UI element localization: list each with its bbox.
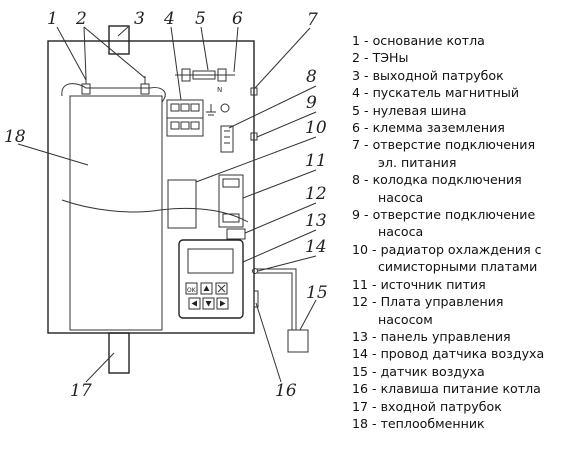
callout-7: 7 <box>307 10 318 30</box>
legend-item: 11 - источник пития <box>352 276 486 292</box>
legend-item: 17 - входной патрубок <box>352 398 502 414</box>
callout-13: 13 <box>305 211 327 231</box>
power-key <box>253 290 259 308</box>
arrow-right-icon <box>220 300 226 307</box>
callout-11: 11 <box>305 151 327 171</box>
panel-ok-button <box>185 282 198 295</box>
legend-item: 16 - клавиша питание котла <box>352 381 541 397</box>
output-pipe <box>108 25 130 55</box>
callout-12: 12 <box>305 184 327 204</box>
arrow-up-icon <box>203 285 210 291</box>
callout-16: 16 <box>275 381 297 401</box>
legend-item: 3 - выходной патрубок <box>352 67 504 83</box>
panel-up-button <box>200 282 213 295</box>
parts-legend: 1 - основание котла 2 - ТЭНы 3 - выходно… <box>352 32 564 432</box>
legend-item: 1 - основание котла <box>352 33 485 48</box>
triac-radiator <box>167 179 197 229</box>
callout-18: 18 <box>4 127 26 147</box>
power-cable-hole <box>250 87 258 96</box>
panel-down-button <box>202 297 215 310</box>
legend-item: 4 - пускатель магнитный <box>352 85 520 101</box>
leader-lines <box>17 26 317 383</box>
pump-control-board <box>226 228 246 240</box>
magnetic-starter <box>166 99 204 137</box>
callout-10: 10 <box>305 118 327 138</box>
panel-display <box>187 248 234 274</box>
panel-right-button <box>216 297 229 310</box>
callout-14: 14 <box>305 237 327 257</box>
legend-item: 6 - клемма заземления <box>352 120 505 136</box>
control-panel: OK <box>178 239 244 319</box>
arrow-left-icon <box>191 300 197 307</box>
ground-terminal <box>206 103 230 116</box>
heating-element-terminal-left <box>81 83 91 95</box>
svg-text:N: N <box>217 86 222 94</box>
heating-element-terminal-right <box>140 83 150 95</box>
power-supply <box>218 174 244 228</box>
legend-item: 5 - нулевая шина <box>352 102 467 118</box>
callout-3: 3 <box>134 9 145 29</box>
callout-9: 9 <box>306 93 317 113</box>
callout-2: 2 <box>75 9 87 29</box>
heat-exchanger <box>69 95 163 331</box>
exchanger-curve <box>61 199 249 223</box>
callout-1: 1 <box>47 9 58 29</box>
arrow-down-icon <box>205 301 212 307</box>
boiler-base <box>47 40 255 334</box>
air-sensor <box>287 329 309 353</box>
callout-17: 17 <box>70 381 92 401</box>
legend-item: 2 - ТЭНы <box>352 50 409 66</box>
neutral-bus: N <box>175 68 235 94</box>
legend-item: 15 - датчик воздуха <box>352 363 485 379</box>
legend-item: 13 - панель управления <box>352 328 511 344</box>
pump-connection-block <box>220 125 234 153</box>
heating-elements-outline <box>61 83 166 103</box>
panel-cancel-button <box>215 282 228 295</box>
legend-item: 18 - теплообменник <box>352 415 485 431</box>
input-pipe <box>108 332 130 374</box>
callout-6: 6 <box>232 9 243 29</box>
panel-left-button <box>188 297 201 310</box>
legend-item: 14 - провод датчика воздуха <box>352 346 545 362</box>
close-icon <box>217 284 226 293</box>
callout-15: 15 <box>306 283 328 303</box>
air-sensor-cable <box>252 268 297 330</box>
callout-5: 5 <box>195 9 206 29</box>
callout-4: 4 <box>163 9 175 29</box>
callout-8: 8 <box>306 67 317 87</box>
panel-ok-label: OK <box>187 287 197 294</box>
